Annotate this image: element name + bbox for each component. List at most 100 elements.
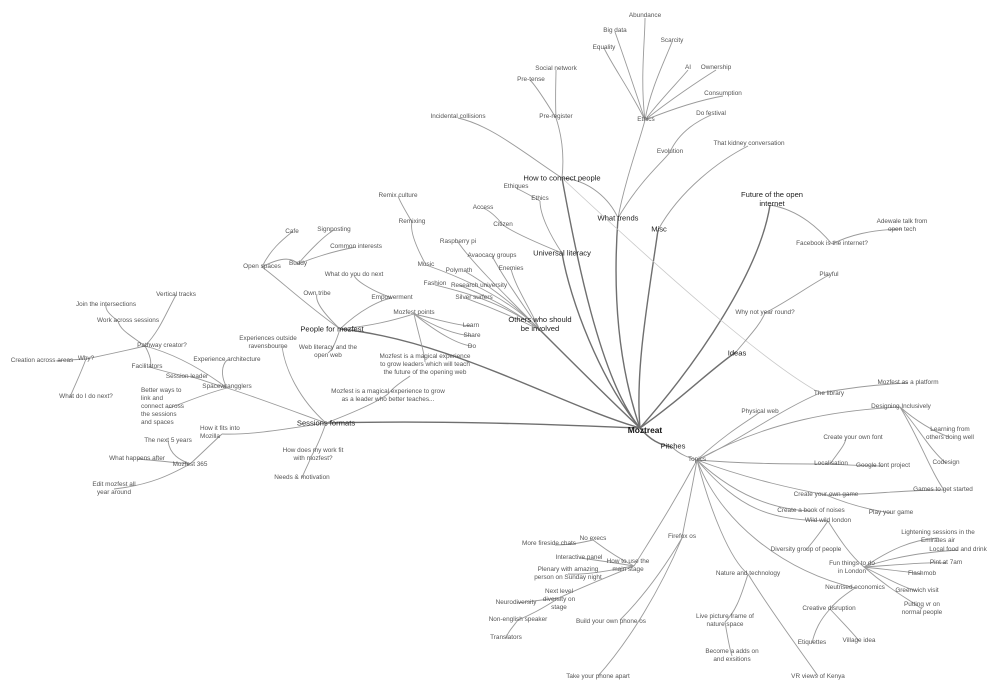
node-plenary[interactable]: Plenary with amazing person on Sunday ni… xyxy=(534,566,602,581)
node-how-work-fit[interactable]: How does my work fit with mozfest? xyxy=(282,447,344,462)
node-book-noises[interactable]: Create a book of noises xyxy=(777,507,845,514)
node-avaocacy[interactable]: Avaocacy groups xyxy=(467,252,517,259)
node-music[interactable]: Music xyxy=(417,261,435,268)
branch-ideas[interactable]: Ideas xyxy=(727,348,747,358)
node-how-use-stage[interactable]: How to use the main stage xyxy=(606,558,650,573)
node-why[interactable]: Why? xyxy=(77,355,95,362)
node-open-spaces[interactable]: Open spaces xyxy=(243,263,281,270)
node-join-intersections[interactable]: Join the intersections xyxy=(75,301,137,308)
node-etiquettes[interactable]: Etiquettes xyxy=(797,639,827,646)
node-adewale[interactable]: Adewale talk from open tech xyxy=(876,218,928,233)
node-research-uni[interactable]: Research university xyxy=(450,282,508,289)
node-nature-tech[interactable]: Nature and technology xyxy=(715,570,781,577)
node-play-game[interactable]: Play your game xyxy=(868,509,914,516)
node-session-leader[interactable]: Session leader xyxy=(165,373,209,380)
node-silver[interactable]: Silver surfers xyxy=(455,294,493,301)
node-topics[interactable]: Topics xyxy=(687,456,707,463)
node-pathway[interactable]: Pathway creator? xyxy=(137,342,187,349)
node-pre-tense[interactable]: Pre-tense xyxy=(517,76,545,83)
node-empowerment[interactable]: Empowerment xyxy=(371,294,413,301)
node-raspberry[interactable]: Raspberry pi xyxy=(439,238,477,245)
node-needs[interactable]: Needs & motivation xyxy=(274,474,330,481)
node-what-happens[interactable]: What happens after xyxy=(109,455,165,462)
node-own-tribe[interactable]: Own tribe xyxy=(303,290,331,297)
node-what-do-next[interactable]: What do I do next? xyxy=(59,393,113,400)
node-games-start[interactable]: Games to get started xyxy=(913,486,973,493)
node-live-picture[interactable]: Live picture frame of nature space xyxy=(696,613,754,628)
node-no-execs[interactable]: No execs xyxy=(579,535,607,542)
node-creative-disruption[interactable]: Creative disruption xyxy=(802,605,856,612)
node-how-fits[interactable]: How it fits into Mozilla xyxy=(200,425,240,440)
node-abundance[interactable]: Abundance xyxy=(628,12,662,19)
node-common-interests[interactable]: Common interests xyxy=(330,243,382,250)
node-pint[interactable]: Pint at 7am xyxy=(929,559,963,566)
node-ethics-mid[interactable]: Ethics xyxy=(531,195,549,202)
node-create-game[interactable]: Create your own game xyxy=(793,491,859,498)
node-playful[interactable]: Playful xyxy=(819,271,839,278)
node-creation-across[interactable]: Creation across areas xyxy=(10,357,74,364)
node-access[interactable]: Access xyxy=(472,204,494,211)
branch-pitches[interactable]: Pitches xyxy=(660,441,686,451)
node-diversity-people[interactable]: Diversity group of people xyxy=(770,546,842,553)
node-web-literacy[interactable]: Web literacy and the open web xyxy=(298,344,358,359)
branch-people[interactable]: People for mozfest xyxy=(300,324,364,334)
node-kidney[interactable]: That kidney conversation xyxy=(713,140,785,147)
node-magical2[interactable]: Mozfest is a magical experience to grow … xyxy=(331,388,445,403)
node-vr-kenya[interactable]: VR views of Kenya xyxy=(791,673,845,680)
node-local-food[interactable]: Local food and drink xyxy=(929,546,987,553)
branch-universal[interactable]: Universal literacy xyxy=(533,248,591,258)
node-village-idea[interactable]: Village idea xyxy=(842,637,876,644)
node-polymath[interactable]: Polymath xyxy=(445,267,473,274)
node-share[interactable]: Share xyxy=(463,332,481,339)
node-why-not-year[interactable]: Why not year round? xyxy=(735,309,795,316)
node-consumption[interactable]: Consumption xyxy=(704,90,742,97)
node-build-phone[interactable]: Build your own phone os xyxy=(576,618,646,625)
node-do-festival[interactable]: Do festival xyxy=(696,110,726,117)
node-flashmob[interactable]: Flashmob xyxy=(907,570,937,577)
root-node[interactable]: Moztreat xyxy=(627,425,663,435)
branch-misc[interactable]: Misc xyxy=(651,224,667,234)
branch-sessions[interactable]: Sessions formats xyxy=(296,418,356,428)
node-signposting[interactable]: Signposting xyxy=(317,226,351,233)
node-ownership[interactable]: Ownership xyxy=(700,64,732,71)
node-evolution[interactable]: Evolution xyxy=(656,148,684,155)
node-what-next[interactable]: What do you do next xyxy=(324,271,384,278)
node-greenwich[interactable]: Greenwich visit xyxy=(895,587,939,594)
node-lightening[interactable]: Lightening sessions in the Emirates air xyxy=(901,529,975,544)
node-fun-london[interactable]: Fun things to do in London xyxy=(829,560,875,575)
node-translators[interactable]: Translators xyxy=(490,634,522,641)
branch-future[interactable]: Future of the open internet xyxy=(740,190,804,208)
node-equality[interactable]: Equality xyxy=(592,44,616,51)
node-wild-london[interactable]: Wild wild london xyxy=(804,517,852,524)
node-physical-web[interactable]: Physical web xyxy=(741,408,779,415)
node-buddy[interactable]: Buddy xyxy=(288,260,308,267)
node-spacewrangglers[interactable]: Spacewrangglers xyxy=(202,383,252,390)
node-magical1[interactable]: Mozfest is a magical experience to grow … xyxy=(379,353,471,376)
node-edit-mozfest[interactable]: Edit mozfest all year around xyxy=(92,481,136,496)
node-exp-outside[interactable]: Experiences outside ravensbourne xyxy=(239,335,297,350)
node-more-fireside[interactable]: More fireside chats xyxy=(522,540,576,547)
node-neurodiversity[interactable]: Neurodiversity xyxy=(495,599,537,606)
node-neutrised[interactable]: Neutrised economics xyxy=(825,584,885,591)
node-facilitators[interactable]: Facilitators xyxy=(131,363,163,370)
branch-others[interactable]: Others who should be involved xyxy=(508,315,572,333)
node-mozfest365[interactable]: Mozfest 365 xyxy=(172,461,208,468)
node-mozfest-points[interactable]: Mozfest points xyxy=(393,309,435,316)
node-codesign[interactable]: Codesign xyxy=(932,459,960,466)
node-firefox-os[interactable]: Firefox os xyxy=(667,533,697,540)
node-next5[interactable]: The next 5 years xyxy=(144,437,192,444)
node-remix[interactable]: Remix culture xyxy=(378,192,418,199)
branch-connect[interactable]: How to connect people xyxy=(523,173,601,183)
node-big-data[interactable]: Big data xyxy=(603,27,627,34)
node-create-font[interactable]: Create your own font xyxy=(823,434,883,441)
node-ethics-top[interactable]: Ethics xyxy=(637,116,655,123)
node-take-phone[interactable]: Take your phone apart xyxy=(566,673,630,680)
node-exp-arch[interactable]: Experience architecture xyxy=(193,356,261,363)
node-next-level[interactable]: Next level diversity on stage xyxy=(542,588,576,611)
node-scarcity[interactable]: Scarcity xyxy=(660,37,684,44)
node-google-font[interactable]: Google font project xyxy=(856,462,910,469)
node-social-network[interactable]: Social network xyxy=(535,65,577,72)
node-putting-vr[interactable]: Putting vr on normal people xyxy=(901,601,943,616)
node-enemies[interactable]: Enemies xyxy=(498,265,524,272)
node-remixing[interactable]: Remixing xyxy=(398,218,426,225)
